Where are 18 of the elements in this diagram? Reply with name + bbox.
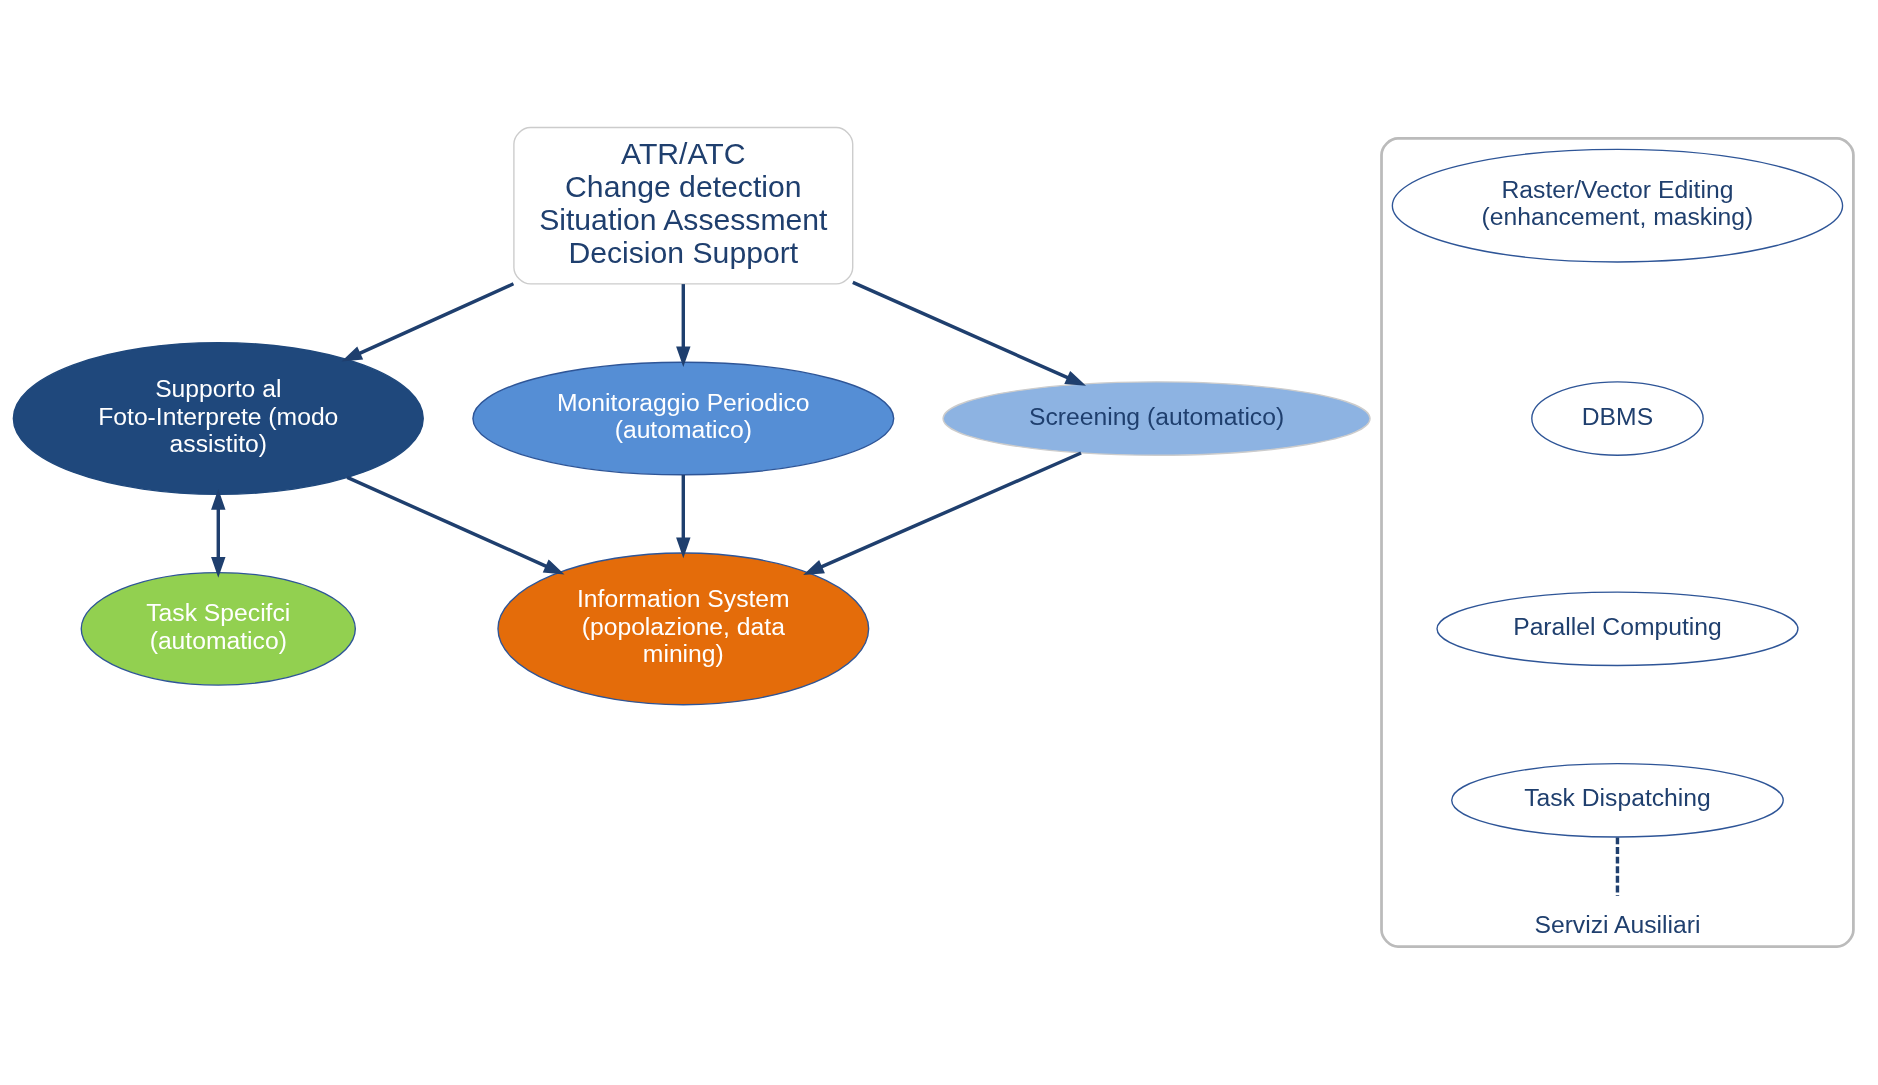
- arrow: [341, 282, 515, 362]
- node-ellipse: Information System (popolazione, data mining): [497, 552, 870, 706]
- node-ellipse: Screening (automatico): [942, 381, 1371, 456]
- arrow: [676, 284, 691, 367]
- node-ellipse: Supporto al Foto-Interprete (modo assistito): [12, 341, 424, 496]
- arrow: [346, 475, 565, 575]
- arrow: [803, 451, 1082, 575]
- node-ellipse: DBMS: [1531, 381, 1704, 456]
- node-ellipse: Monitoraggio Periodico (automatico): [472, 361, 895, 476]
- node-box: ATR/ATC Change detection Situation Assessment Decision Support: [513, 126, 854, 285]
- arrow: [676, 475, 691, 559]
- node-ellipse: Task Specifci (automatico): [80, 571, 356, 686]
- arrow: [211, 489, 226, 578]
- node-ellipse: Parallel Computing: [1436, 591, 1799, 667]
- arrow: [852, 280, 1087, 386]
- connector: [1615, 837, 1620, 897]
- node-ellipse: Task Dispatching: [1451, 762, 1784, 838]
- node-ellipse: Raster/Vector Editing (enhancement, masking): [1391, 148, 1844, 263]
